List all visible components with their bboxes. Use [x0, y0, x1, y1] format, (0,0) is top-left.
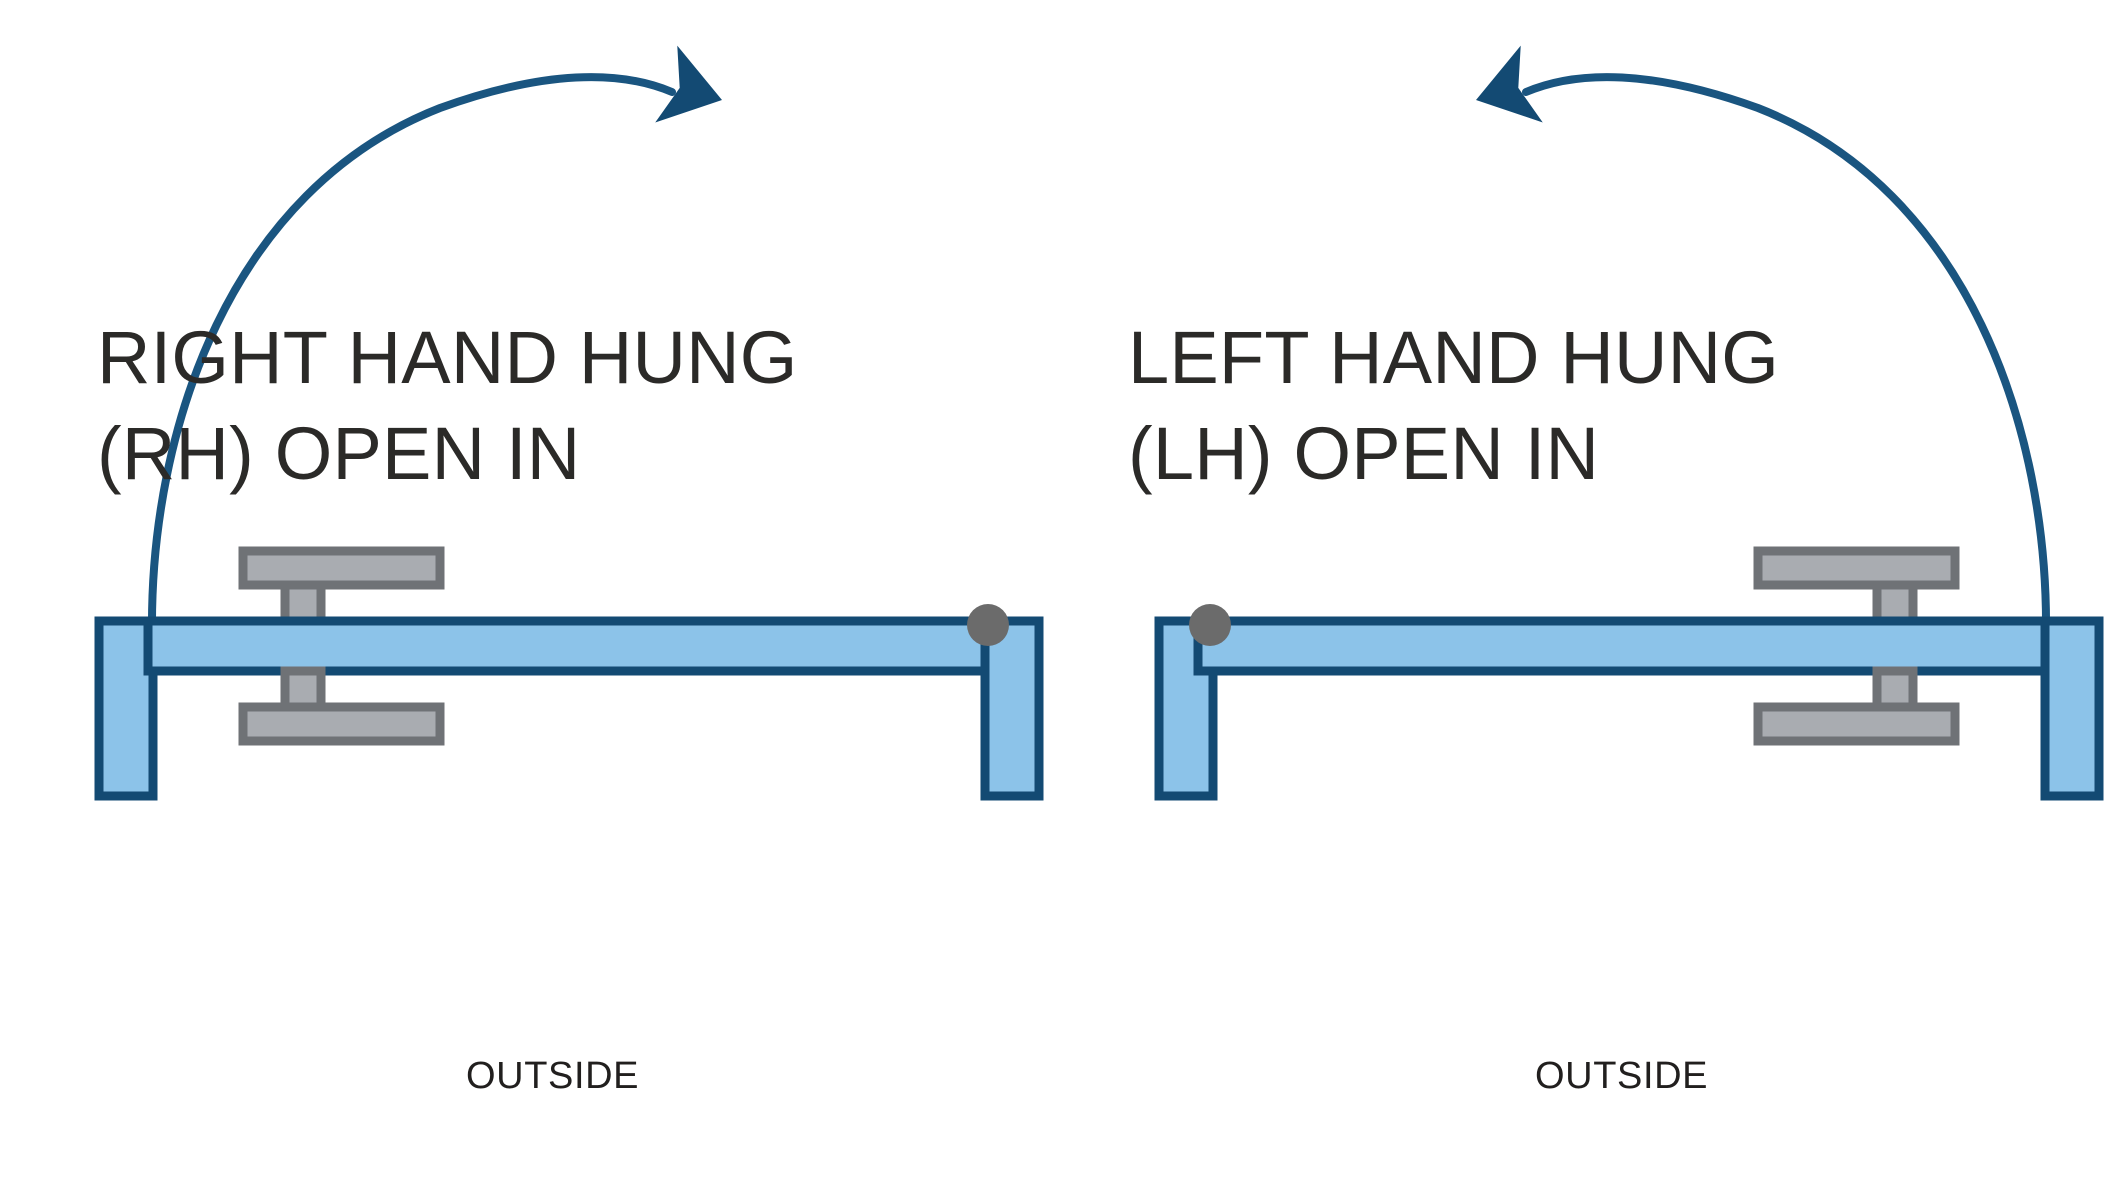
hinge-pivot-dot-rh: [967, 604, 1009, 646]
swing-arrow-left-hand: [1464, 45, 2051, 636]
panel-title-right-hand-hung-line2: (RH) OPEN IN: [97, 412, 581, 495]
door-hardware-lower-rh: [238, 666, 445, 746]
panel-right-hand-hung: [94, 45, 1044, 801]
door-slab-rh: [143, 616, 1005, 676]
door-jamb-right-rh: [980, 616, 1044, 801]
panel-title-right-hand-hung-line1: RIGHT HAND HUNG: [97, 316, 798, 399]
door-hardware-lower-lh: [1753, 666, 1960, 746]
panel-title-left-hand-hung-line1: LEFT HAND HUNG: [1128, 316, 1780, 399]
door-slab-lh: [1193, 616, 2055, 676]
door-jamb-right-lh: [2040, 616, 2104, 801]
panel-left-hand-hung: [1154, 45, 2104, 801]
door-hardware-upper-rh: [238, 546, 445, 626]
outside-label-left-hand-hung: OUTSIDE: [1535, 1055, 1709, 1097]
swing-arrow-right-hand: [147, 45, 734, 636]
panel-title-left-hand-hung-line2: (LH) OPEN IN: [1128, 412, 1600, 495]
hinge-pivot-dot-lh: [1189, 604, 1231, 646]
outside-label-right-hand-hung: OUTSIDE: [466, 1055, 640, 1097]
door-hardware-upper-lh: [1753, 546, 1960, 626]
